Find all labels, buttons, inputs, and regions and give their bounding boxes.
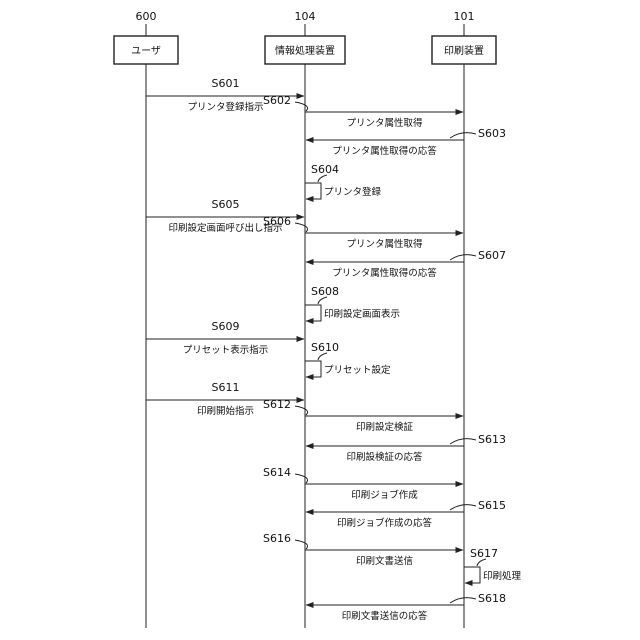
message-label: 印刷設定検証 xyxy=(356,421,414,433)
message-18: 印刷文書送信の応答 S618 xyxy=(306,592,506,622)
message-3: プリンタ属性取得の応答 S603 xyxy=(306,127,506,157)
message-label: 印刷処理 xyxy=(483,570,522,582)
message-label: プリンタ属性取得 xyxy=(346,117,423,129)
step-number: S618 xyxy=(478,592,506,605)
actor-name-printer: 印刷装置 xyxy=(444,44,484,57)
step-leader-line xyxy=(295,102,308,111)
message-8: S608 印刷設定画面表示 xyxy=(305,285,400,321)
message-2: プリンタ属性取得 S602 xyxy=(263,94,463,129)
step-leader-line xyxy=(450,133,476,138)
message-label: 印刷文書送信 xyxy=(356,555,413,567)
message-label: プリンタ登録指示 xyxy=(187,101,263,113)
message-14: 印刷ジョブ作成 S614 xyxy=(263,466,463,501)
step-number: S606 xyxy=(263,215,291,228)
actor-ref-info-device: 104 xyxy=(295,10,316,23)
message-label: 印刷ジョブ作成の応答 xyxy=(337,517,433,529)
self-call-loop xyxy=(305,183,321,199)
message-label: 印刷文書送信の応答 xyxy=(342,610,428,622)
message-17: S617 印刷処理 xyxy=(464,547,522,583)
message-6: プリンタ属性取得 S606 xyxy=(263,215,463,250)
message-label: 印刷ジョブ作成 xyxy=(351,489,418,501)
message-label: 印刷開始指示 xyxy=(197,405,254,417)
step-number: S604 xyxy=(311,163,339,176)
step-number: S612 xyxy=(263,398,291,411)
step-leader-line xyxy=(318,353,327,360)
actor-name-user: ユーザ xyxy=(131,45,161,57)
step-leader-line xyxy=(295,406,308,415)
step-number: S602 xyxy=(263,94,291,107)
step-number: S617 xyxy=(470,547,498,560)
step-number: S607 xyxy=(478,249,506,262)
message-label: プリンタ属性取得 xyxy=(346,238,423,250)
message-9: プリセット表示指示 S609 xyxy=(146,320,304,356)
step-number: S611 xyxy=(212,381,240,394)
actor-name-info-device: 情報処理装置 xyxy=(275,44,335,57)
step-leader-line xyxy=(318,175,327,182)
actor-ref-user: 600 xyxy=(136,10,157,23)
message-10: S610 プリセット設定 xyxy=(305,341,391,377)
step-leader-line xyxy=(295,540,308,549)
step-number: S615 xyxy=(478,499,506,512)
message-label: プリンタ属性取得の応答 xyxy=(332,145,437,157)
message-13: 印刷設検証の応答 S613 xyxy=(306,433,506,463)
message-12: 印刷設定検証 S612 xyxy=(263,398,463,433)
message-15: 印刷ジョブ作成の応答 S615 xyxy=(306,499,506,529)
step-leader-line xyxy=(450,255,476,260)
step-leader-line xyxy=(450,598,476,603)
step-leader-line xyxy=(295,474,308,483)
message-label: プリセット表示指示 xyxy=(183,344,269,356)
self-call-loop xyxy=(464,567,480,583)
actor-ref-printer: 101 xyxy=(454,10,475,23)
step-number: S614 xyxy=(263,466,291,479)
step-leader-line xyxy=(295,223,308,232)
step-number: S610 xyxy=(311,341,339,354)
step-leader-line xyxy=(450,505,476,510)
step-number: S608 xyxy=(311,285,339,298)
message-label: 印刷設検証の応答 xyxy=(346,451,423,463)
step-number: S605 xyxy=(212,198,240,211)
message-7: プリンタ属性取得の応答 S607 xyxy=(306,249,506,279)
message-label: 印刷設定画面表示 xyxy=(324,308,400,320)
step-number: S609 xyxy=(212,320,240,333)
message-label: プリセット設定 xyxy=(324,364,391,376)
step-number: S616 xyxy=(263,532,291,545)
message-label: プリンタ属性取得の応答 xyxy=(332,267,437,279)
self-call-loop xyxy=(305,361,321,377)
step-number: S603 xyxy=(478,127,506,140)
message-4: S604 プリンタ登録 xyxy=(305,163,382,199)
message-group: プリンタ登録指示 S601 プリンタ属性取得 S602 プリンタ属性取得の応答 S603S… xyxy=(146,77,522,622)
step-leader-line xyxy=(450,439,476,444)
self-call-loop xyxy=(305,305,321,321)
step-number: S601 xyxy=(212,77,240,90)
step-leader-line xyxy=(318,297,327,304)
message-label: プリンタ登録 xyxy=(324,186,382,198)
step-leader-line xyxy=(477,559,486,566)
message-16: 印刷文書送信 S616 xyxy=(263,532,463,567)
step-number: S613 xyxy=(478,433,506,446)
